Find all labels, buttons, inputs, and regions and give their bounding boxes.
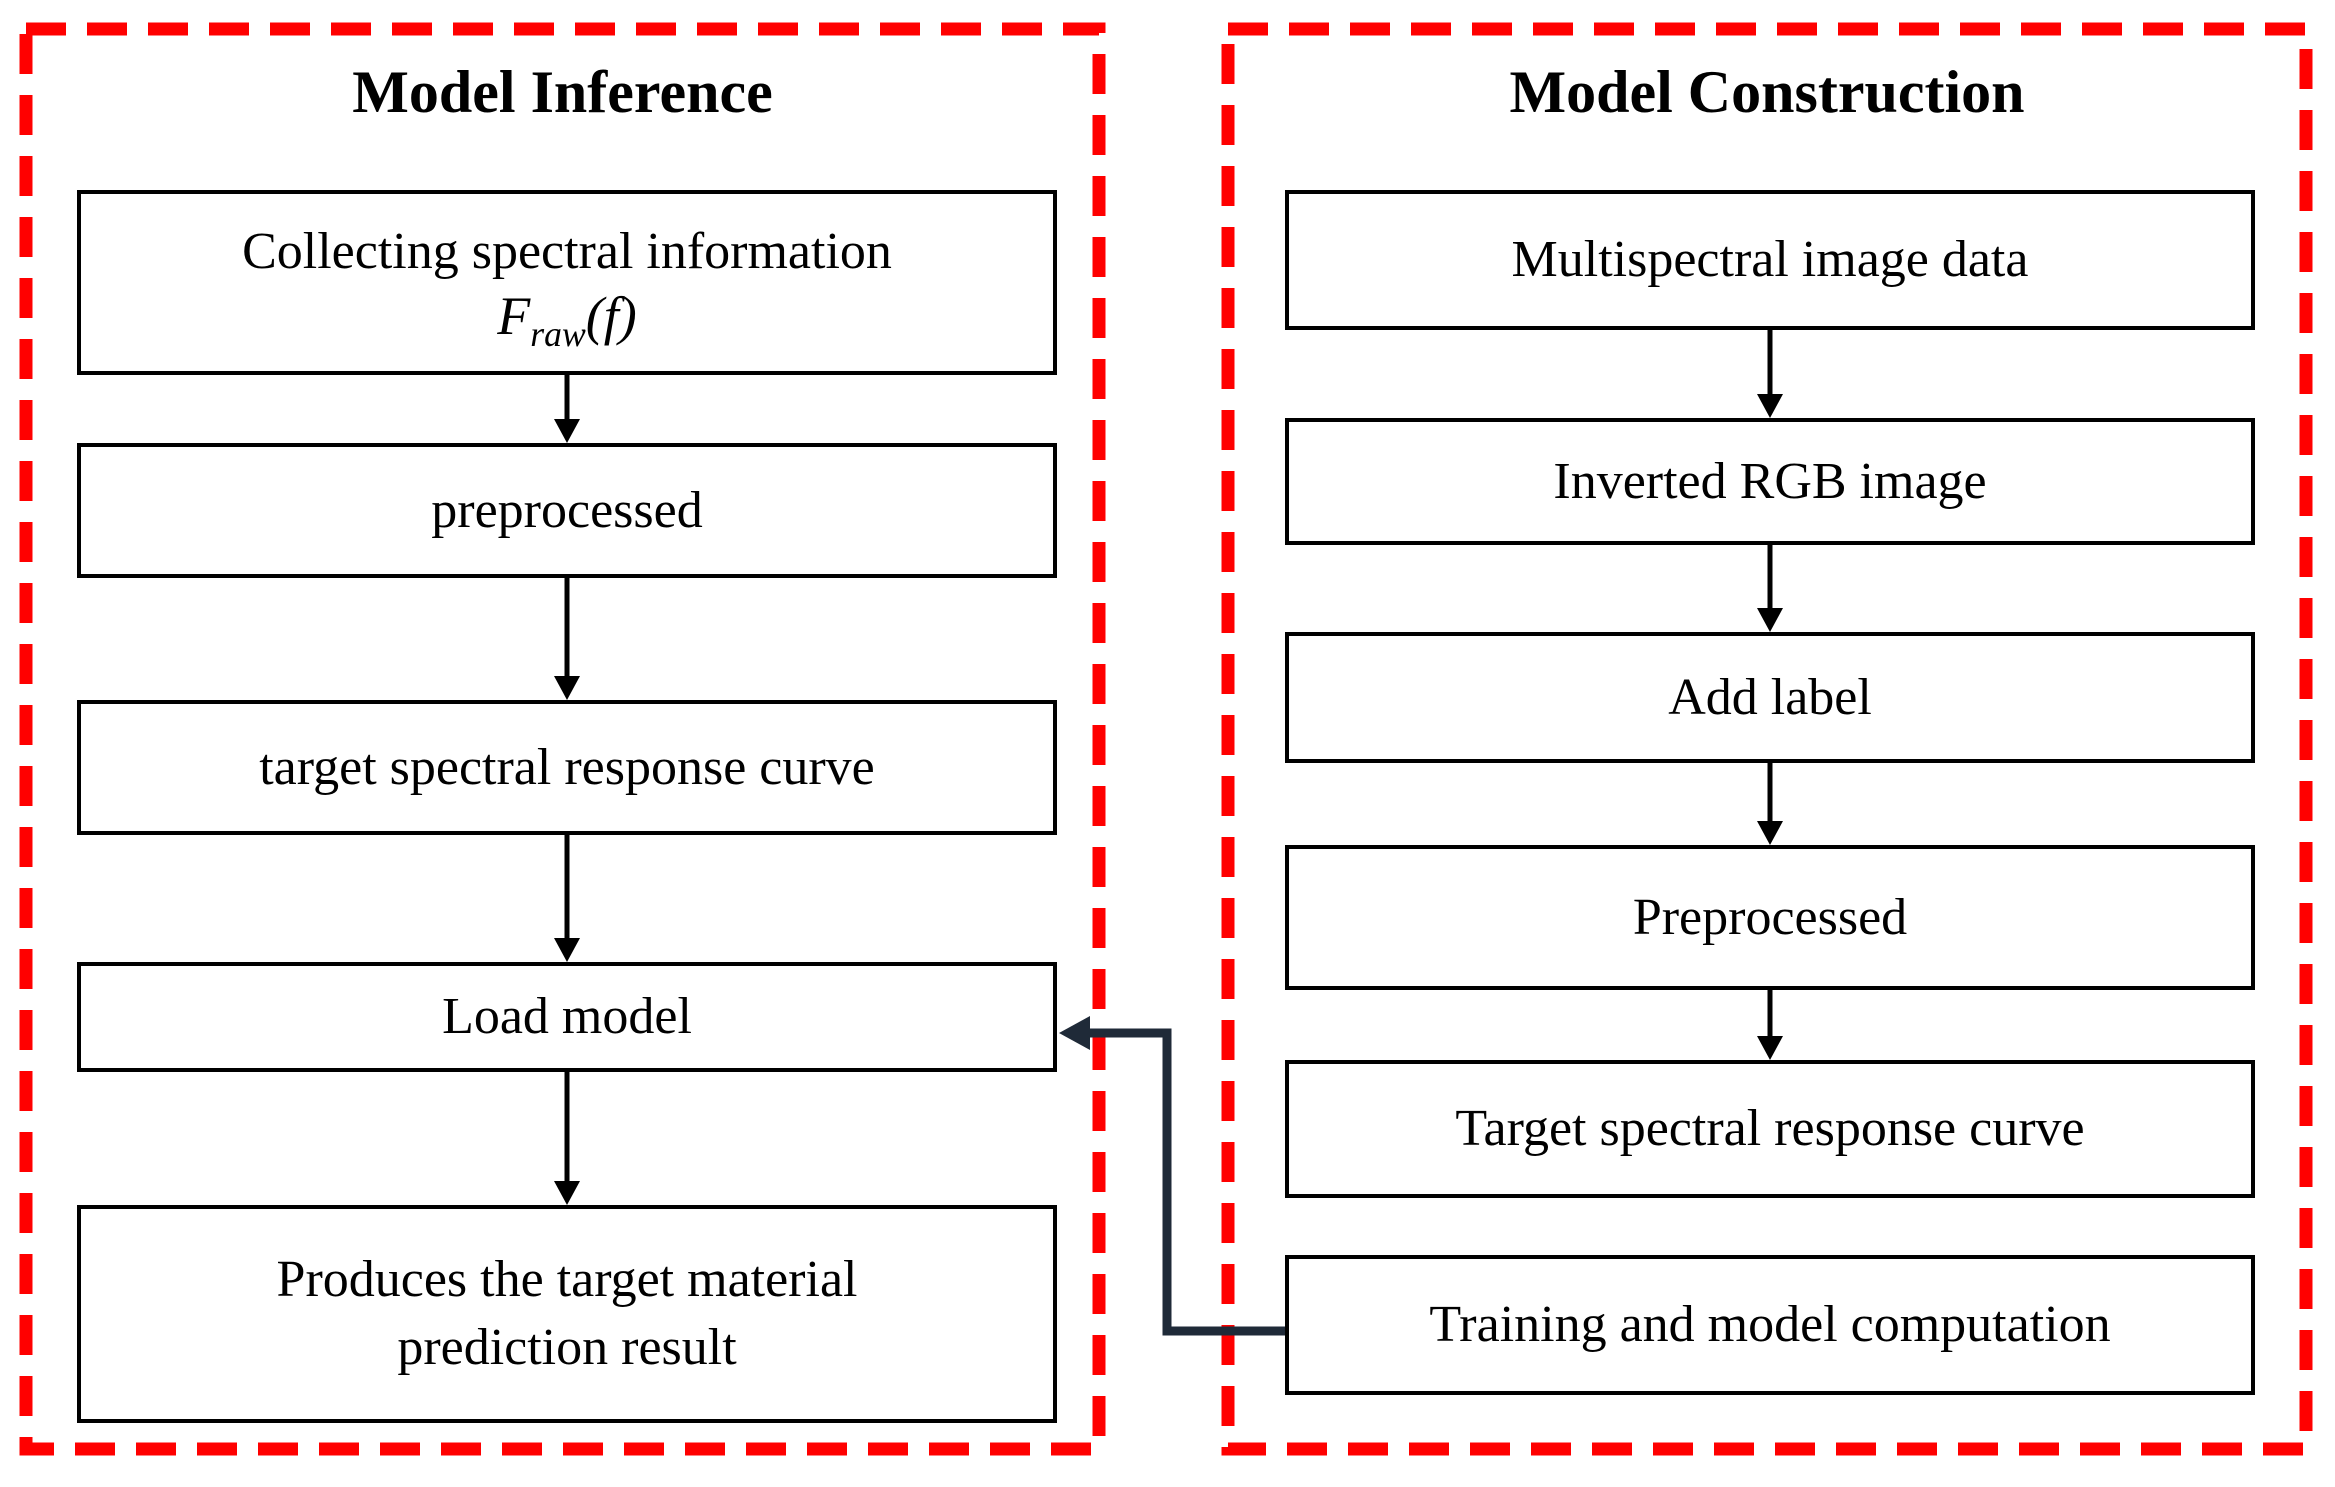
construction-panel-outline — [1221, 22, 2313, 1456]
step-label: preprocessed — [431, 481, 703, 539]
step-training-and-model-computation: Training and model computation — [1285, 1255, 2255, 1395]
arrow-preprocessed-to-target-curve — [554, 578, 580, 700]
arrow-target-curve-to-load-model — [554, 835, 580, 962]
spectral-formula: Fraw(f) — [497, 286, 637, 355]
arrow-preprocessed-to-target-curve-right — [1757, 990, 1783, 1060]
arrow-inverted-rgb-to-add-label — [1757, 545, 1783, 632]
arrow-add-label-to-preprocessed — [1757, 763, 1783, 845]
step-label: target spectral response curve — [259, 738, 875, 796]
step-label: Add label — [1668, 668, 1872, 726]
arrow-multispectral-to-inverted-rgb — [1757, 330, 1783, 418]
inference-panel-title: Model Inference — [352, 59, 773, 125]
step-multispectral-image-data: Multispectral image data — [1285, 190, 2255, 330]
step-label: Target spectral response curve — [1455, 1100, 2085, 1158]
step-inverted-rgb-image: Inverted RGB image — [1285, 418, 2255, 545]
step-target-spectral-response-curve-construction: Target spectral response curve — [1285, 1060, 2255, 1198]
step-load-model: Load model — [77, 962, 1057, 1072]
step-label: Training and model computation — [1429, 1296, 2111, 1354]
step-add-label: Add label — [1285, 632, 2255, 763]
step-label: Inverted RGB image — [1553, 452, 1987, 510]
step-target-spectral-response-curve-inference: target spectral response curve — [77, 700, 1057, 835]
step-label-line1: Collecting spectral information — [242, 222, 892, 280]
step-label: Preprocessed — [1632, 888, 1908, 946]
feedback-arrowhead — [1059, 1016, 1090, 1050]
arrow-load-model-to-result — [554, 1072, 580, 1205]
feedback-connector-training-to-load-model — [1059, 1016, 1285, 1336]
step-label: Multispectral image data — [1511, 231, 2029, 289]
step-produces-prediction-result: Produces the target material prediction … — [77, 1205, 1057, 1423]
step-preprocessed-construction: Preprocessed — [1285, 845, 2255, 990]
step-label: Load model — [442, 988, 692, 1046]
construction-panel-title: Model Construction — [1509, 59, 2025, 125]
step-preprocessed-inference: preprocessed — [77, 443, 1057, 578]
step-label-line2: prediction result — [397, 1319, 737, 1376]
inference-panel-outline — [19, 22, 1106, 1456]
step-label-line1: Produces the target material — [276, 1251, 858, 1309]
arrow-collecting-to-preprocessed — [554, 375, 580, 443]
step-collecting-spectral-information: Collecting spectral information Fraw(f) — [77, 190, 1057, 375]
